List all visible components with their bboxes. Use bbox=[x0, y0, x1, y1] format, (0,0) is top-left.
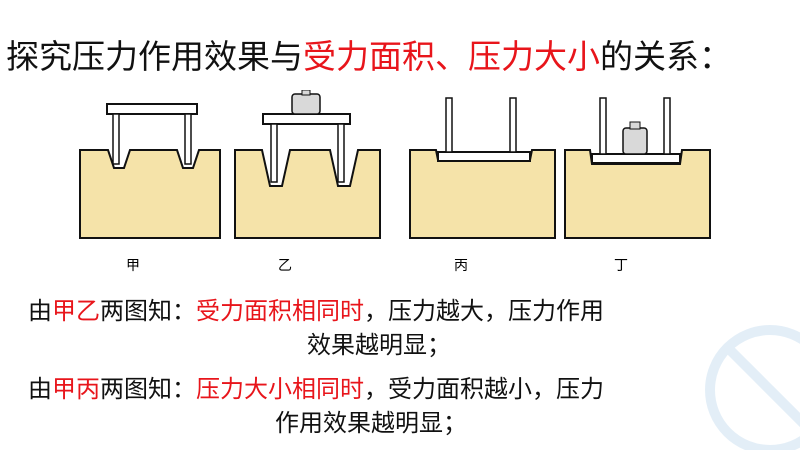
c1-result-1: ，压力越大，压力作用 bbox=[364, 297, 604, 325]
c2-prefix: 由 bbox=[28, 375, 52, 403]
title-highlight: 受力面积、压力大小 bbox=[303, 37, 600, 76]
label-yi: 乙 bbox=[278, 258, 292, 274]
label-bing: 丙 bbox=[454, 258, 468, 274]
c2-figures: 甲丙 bbox=[52, 375, 100, 403]
c2-result-2: 作用效果越明显； bbox=[275, 409, 467, 437]
figure-ding: 丁 bbox=[564, 97, 711, 274]
c2-result-1: ，受力面积越小，压力 bbox=[364, 375, 604, 403]
c1-mid: 两图知： bbox=[100, 297, 196, 325]
figure-jia: 甲 bbox=[79, 103, 221, 274]
conclusion-1-line-1: 由甲乙两图知：受力面积相同时，压力越大，压力作用 bbox=[28, 296, 604, 326]
conclusion-1-line-2: 效果越明显； bbox=[307, 330, 451, 360]
weight-icon bbox=[291, 93, 321, 115]
c2-mid: 两图知： bbox=[100, 375, 196, 403]
title-suffix: 的关系： bbox=[600, 37, 732, 76]
title-prefix: 探究压力作用效果与 bbox=[6, 37, 303, 76]
figure-bing: 丙 bbox=[409, 97, 556, 274]
label-jia: 甲 bbox=[126, 258, 140, 274]
conclusion-2-line-2: 作用效果越明显； bbox=[275, 408, 467, 438]
c1-result-2: 效果越明显； bbox=[307, 331, 451, 359]
c1-figures: 甲乙 bbox=[52, 297, 100, 325]
slide-title: 探究压力作用效果与受力面积、压力大小的关系： bbox=[6, 30, 732, 78]
watermark-decoration bbox=[705, 325, 800, 450]
label-ding: 丁 bbox=[614, 258, 628, 274]
experiment-figures: 甲 乙 丙 丁 bbox=[79, 90, 711, 274]
c2-condition: 压力大小相同时 bbox=[196, 375, 364, 403]
c1-prefix: 由 bbox=[28, 297, 52, 325]
weight-icon bbox=[622, 127, 648, 155]
conclusion-2-line-1: 由甲丙两图知：压力大小相同时，受力面积越小，压力 bbox=[28, 374, 604, 404]
figure-yi: 乙 bbox=[234, 90, 381, 274]
c1-condition: 受力面积相同时 bbox=[196, 297, 364, 325]
